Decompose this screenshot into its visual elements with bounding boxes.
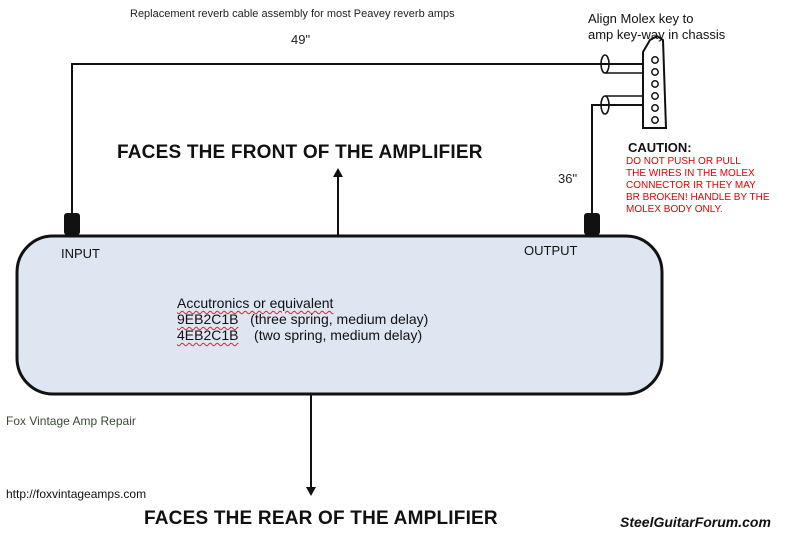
- long-cable-length: 49": [291, 32, 311, 47]
- molex-note-line: amp key-way in chassis: [588, 27, 726, 42]
- tank-model-row: 9EB2C1B (three spring, medium delay): [177, 311, 428, 327]
- molex-pin: [651, 92, 659, 100]
- front-label: FACES THE FRONT OF THE AMPLIFIER: [117, 142, 483, 163]
- caution-line: THE WIRES IN THE MOLEX: [626, 168, 755, 179]
- molex-pin: [651, 68, 659, 76]
- tank-description: Accutronics or equivalent 9EB2C1B (three…: [177, 295, 428, 343]
- input-cable: [71, 63, 650, 213]
- caution-line: CONNECTOR IR THEY MAY: [626, 180, 756, 191]
- reverb-tank: [15, 234, 664, 396]
- output-cable: [591, 104, 650, 213]
- rear-arrow-head: [306, 487, 316, 496]
- caution-heading: CAUTION:: [628, 140, 692, 155]
- molex-pin: [651, 56, 659, 64]
- watermark: SteelGuitarForum.com: [620, 514, 771, 530]
- tank-model-part: 9EB2C1B: [177, 311, 239, 327]
- caution-line: MOLEX BODY ONLY.: [626, 204, 723, 215]
- molex-note-line: Align Molex key to: [588, 11, 694, 26]
- credit-text: Fox Vintage Amp Repair: [6, 414, 136, 428]
- output-jack: [584, 213, 600, 235]
- output-label: OUTPUT: [524, 243, 578, 258]
- website-url: http://foxvintageamps.com: [6, 487, 147, 501]
- diagram-title: Replacement reverb cable assembly for mo…: [130, 8, 455, 20]
- caution-text: DO NOT PUSH OR PULL THE WIRES IN THE MOL…: [626, 156, 770, 216]
- front-arrow-head: [333, 168, 343, 177]
- tank-brand-text: Accutronics or equivalent: [177, 295, 334, 311]
- tank-brand: Accutronics or equivalent: [177, 295, 428, 311]
- input-label: INPUT: [61, 246, 100, 261]
- caution-line: BR BROKEN! HANDLE BY THE: [626, 192, 770, 203]
- molex-pins: [651, 56, 659, 124]
- molex-alignment-note: Align Molex key to amp key-way in chassi…: [588, 11, 725, 43]
- input-jack: [64, 213, 80, 235]
- rear-label: FACES THE REAR OF THE AMPLIFIER: [144, 508, 498, 529]
- molex-pin: [651, 104, 659, 112]
- tank-model-row: 4EB2C1B (two spring, medium delay): [177, 327, 428, 343]
- tank-model-part: 4EB2C1B: [177, 327, 239, 343]
- short-cable-length: 36": [558, 171, 578, 186]
- tank-model-desc: (three spring, medium delay): [238, 311, 429, 327]
- tank-model-desc: (two spring, medium delay): [238, 327, 423, 343]
- caution-line: DO NOT PUSH OR PULL: [626, 156, 741, 167]
- molex-pin: [651, 80, 659, 88]
- molex-pin: [651, 116, 659, 124]
